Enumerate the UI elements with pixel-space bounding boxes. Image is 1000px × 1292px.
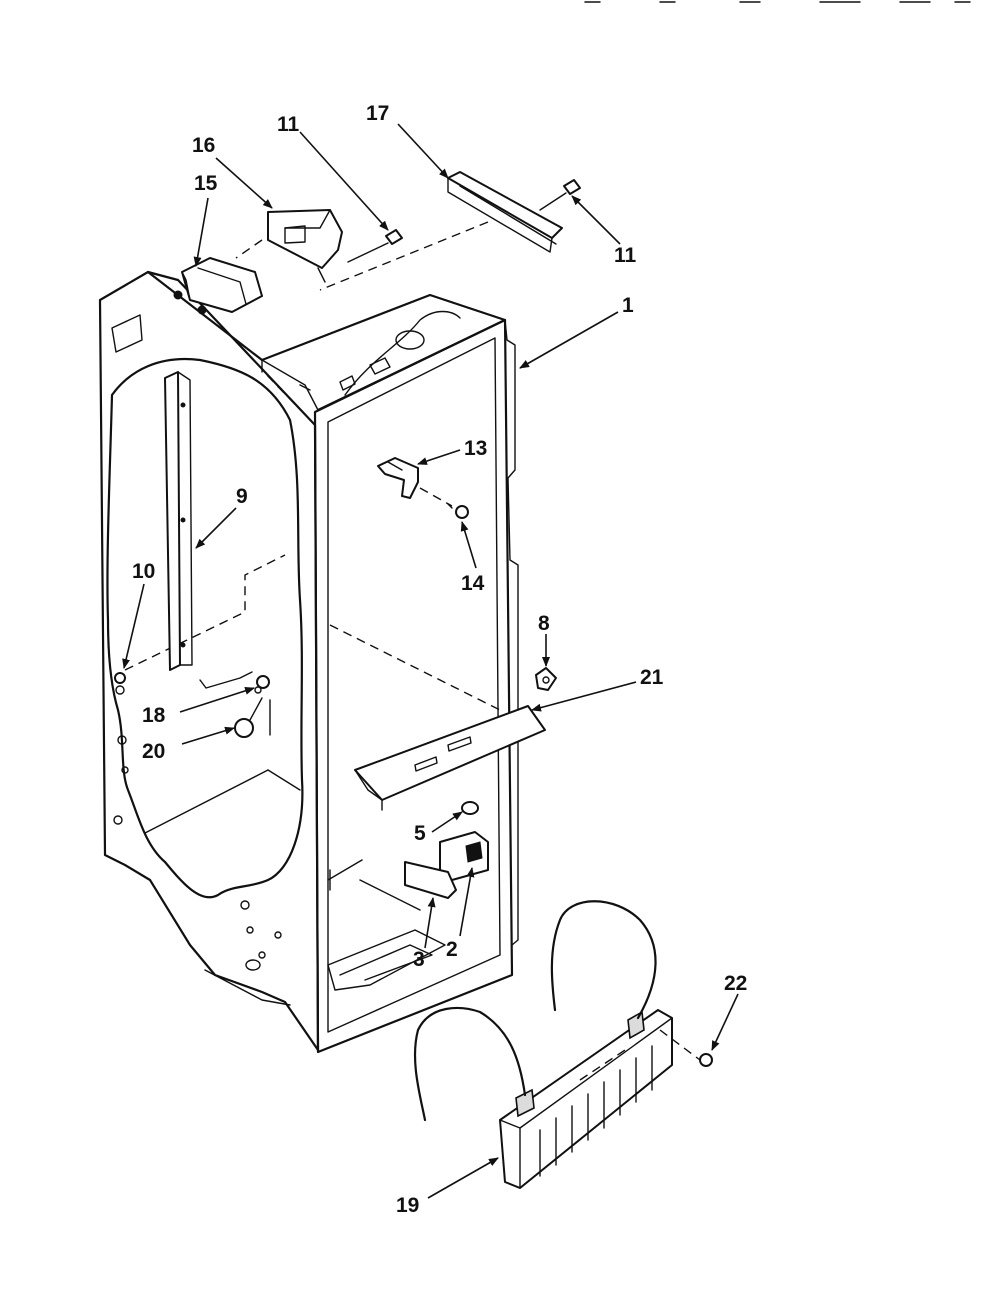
part-13-bracket: [377, 457, 419, 499]
callout-10: 10: [132, 560, 155, 583]
cabinet-liner: [98, 270, 519, 1054]
part-15-housing: [173, 257, 263, 315]
callout-18: 18: [142, 704, 166, 727]
part-19-grille: [413, 900, 701, 1189]
callout-5: 5: [414, 822, 426, 845]
callout-2: 2: [446, 938, 458, 961]
callout-9: 9: [236, 485, 248, 508]
part-21-deflector: [354, 705, 546, 811]
callout-16: 16: [192, 134, 215, 157]
part-14-screw: [419, 487, 469, 519]
callout-15: 15: [194, 172, 218, 195]
part-17-top-rail: [319, 171, 563, 291]
callout-22: 22: [724, 972, 747, 995]
callout-21: 21: [640, 666, 664, 689]
part-11-screw-right: [539, 179, 581, 211]
part-8-clip: [535, 667, 557, 691]
callout-17: 17: [366, 102, 389, 125]
callout-leaders: [122, 123, 739, 1199]
callout-8: 8: [538, 612, 550, 635]
part-3-plate: [404, 861, 457, 899]
part-10-fastener: [114, 672, 126, 684]
part-22-screw: [699, 1053, 713, 1067]
part-16-bracket: [235, 209, 343, 283]
part-9-rail: [164, 371, 193, 671]
part-5-grommet: [461, 801, 479, 815]
part-18-clip: [199, 671, 271, 736]
callout-3: 3: [413, 948, 425, 971]
callout-19: 19: [396, 1194, 419, 1217]
callout-1: 1: [622, 294, 634, 317]
callout-20: 20: [142, 740, 165, 763]
part-20-bulb: [234, 697, 263, 738]
callout-11-right: 11: [614, 244, 637, 267]
callout-14: 14: [461, 572, 485, 595]
part-11-screw-left: [347, 229, 403, 263]
callout-13: 13: [464, 437, 487, 460]
callout-11-left: 11: [277, 113, 300, 136]
